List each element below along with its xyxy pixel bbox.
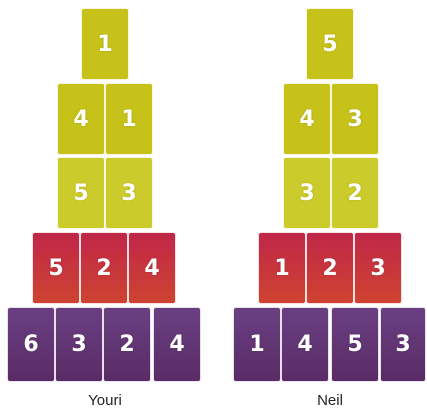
card-neil-r3-c0[interactable]: 1 <box>258 232 306 304</box>
card-value: 2 <box>119 332 134 357</box>
card-value: 3 <box>370 256 385 281</box>
card-neil-r2-c0[interactable]: 3 <box>283 157 331 229</box>
card-value: 3 <box>347 107 362 132</box>
card-neil-r4-c2[interactable]: 5 <box>331 307 379 382</box>
card-neil-r4-c1[interactable]: 4 <box>281 307 329 382</box>
card-youri-r4-c2[interactable]: 2 <box>103 307 151 382</box>
card-value: 4 <box>73 107 88 132</box>
card-youri-r4-c0[interactable]: 6 <box>7 307 55 382</box>
card-neil-r1-c0[interactable]: 4 <box>283 83 331 155</box>
card-youri-r0-c0[interactable]: 1 <box>81 8 129 80</box>
card-value: 3 <box>71 332 86 357</box>
card-youri-r3-c2[interactable]: 4 <box>128 232 176 304</box>
card-youri-r1-c0[interactable]: 4 <box>57 83 105 155</box>
card-value: 1 <box>121 107 136 132</box>
card-youri-r3-c1[interactable]: 2 <box>80 232 128 304</box>
card-youri-r4-c3[interactable]: 4 <box>153 307 201 382</box>
card-neil-r3-c2[interactable]: 3 <box>354 232 402 304</box>
card-value: 4 <box>169 332 184 357</box>
card-neil-r1-c1[interactable]: 3 <box>331 83 379 155</box>
card-value: 1 <box>249 332 264 357</box>
card-value: 5 <box>322 32 337 57</box>
card-value: 6 <box>23 332 38 357</box>
card-youri-r2-c0[interactable]: 5 <box>57 157 105 229</box>
card-neil-r3-c1[interactable]: 2 <box>306 232 354 304</box>
card-value: 5 <box>48 256 63 281</box>
card-value: 2 <box>322 256 337 281</box>
card-youri-r1-c1[interactable]: 1 <box>105 83 153 155</box>
card-value: 2 <box>347 181 362 206</box>
player-name-youri: Youri <box>45 392 165 409</box>
card-value: 5 <box>73 181 88 206</box>
card-value: 3 <box>299 181 314 206</box>
card-value: 3 <box>395 332 410 357</box>
card-neil-r0-c0[interactable]: 5 <box>306 8 354 80</box>
card-youri-r3-c0[interactable]: 5 <box>32 232 80 304</box>
card-value: 2 <box>96 256 111 281</box>
player-name-neil: Neil <box>270 392 390 409</box>
card-value: 4 <box>297 332 312 357</box>
card-neil-r4-c0[interactable]: 1 <box>233 307 281 382</box>
card-value: 4 <box>144 256 159 281</box>
card-youri-r2-c1[interactable]: 3 <box>105 157 153 229</box>
card-value: 1 <box>274 256 289 281</box>
card-youri-r4-c1[interactable]: 3 <box>55 307 103 382</box>
card-value: 4 <box>299 107 314 132</box>
card-neil-r2-c1[interactable]: 2 <box>331 157 379 229</box>
card-neil-r4-c3[interactable]: 3 <box>380 307 426 382</box>
card-value: 1 <box>97 32 112 57</box>
card-value: 3 <box>121 181 136 206</box>
card-value: 5 <box>347 332 362 357</box>
